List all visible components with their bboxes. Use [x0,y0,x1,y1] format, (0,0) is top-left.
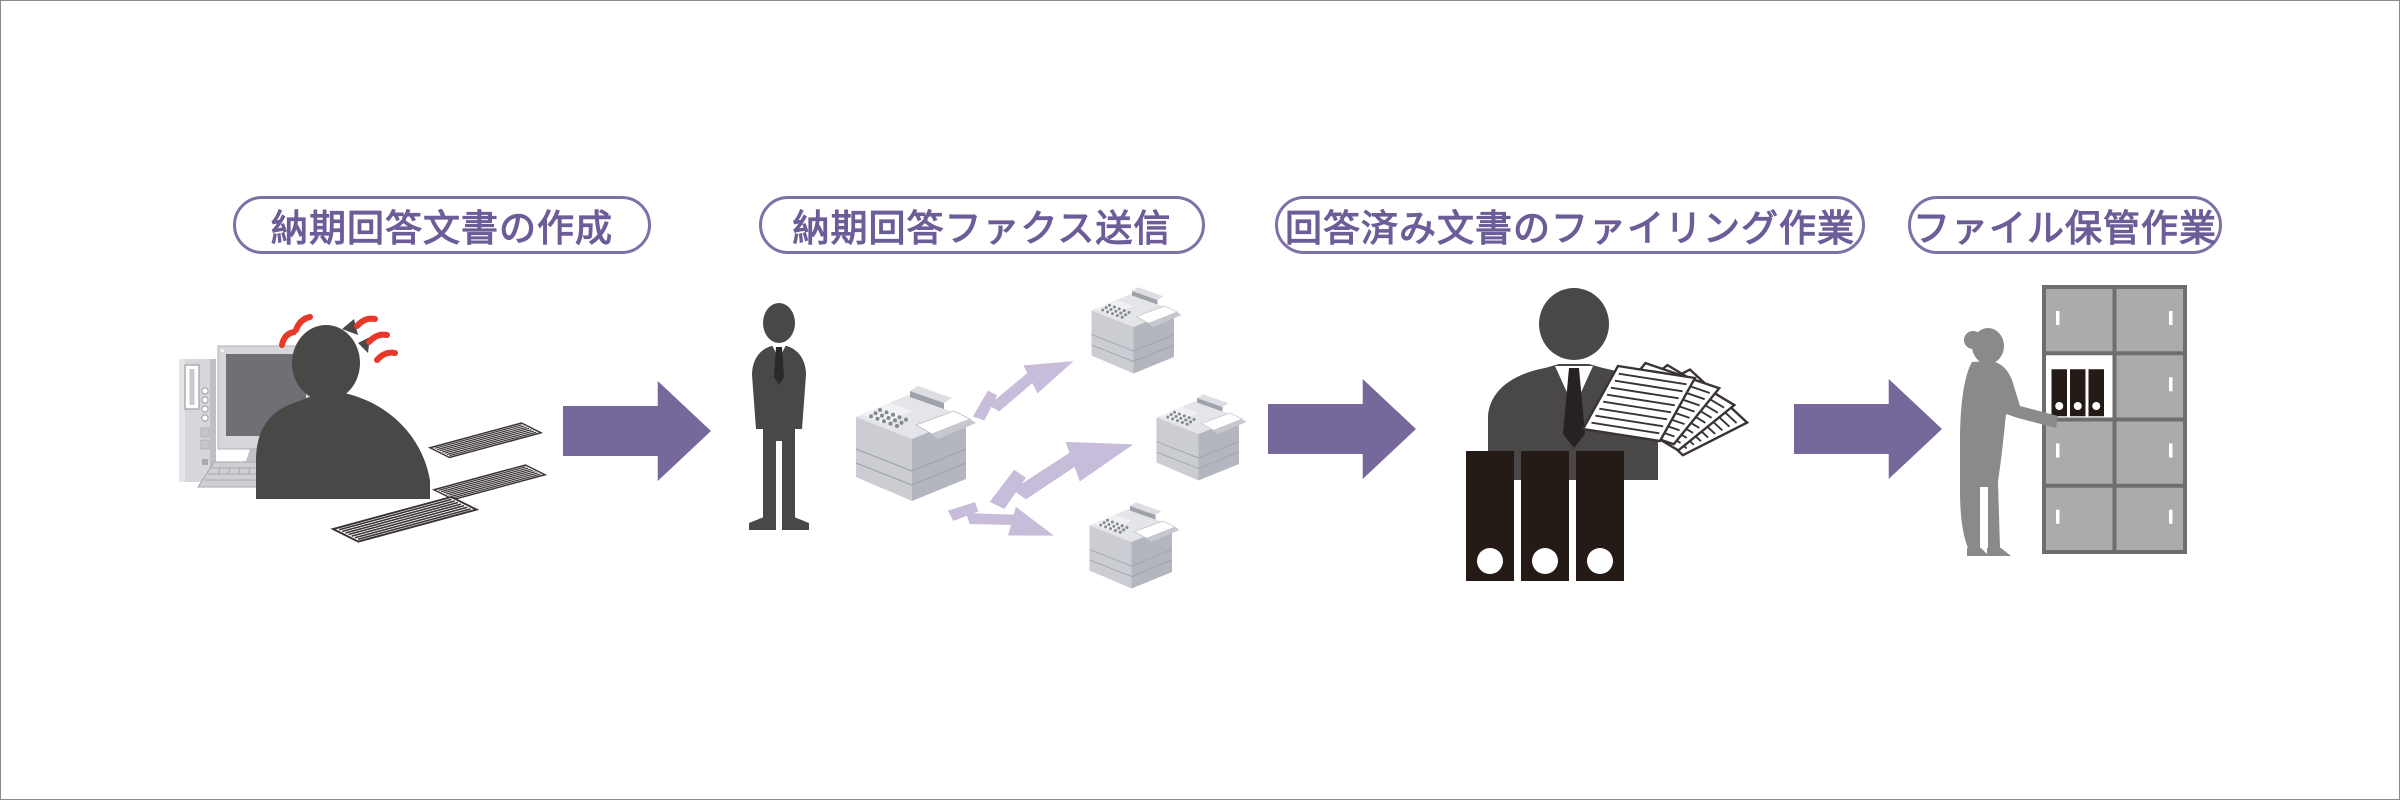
flow-arrow-2 [1268,379,1416,479]
fax-machine-sender-icon [855,385,977,502]
stressed-worker-silhouette [256,319,430,499]
stage-icon-document-creation [179,314,546,543]
storage-cabinet-icon [2042,285,2187,554]
fax-machine-receiver-top-icon [1091,286,1182,374]
stage-label-filing-work: 回答済み文書のファイリング作業 [1275,196,1865,254]
stored-binders-icon [2051,369,2104,417]
standing-worker-silhouette [749,303,809,530]
flow-arrow-1 [563,381,711,481]
binders-icon [1466,451,1624,581]
flow-arrow-3 [1794,379,1942,479]
stage-label-document-creation: 納期回答文書の作成 [233,196,651,254]
stage-icon-fax-broadcast [749,286,1247,589]
fax-machine-receiver-middle-icon [1156,393,1247,481]
stage-label-fax-sending: 納期回答ファクス送信 [759,196,1205,254]
computer-tower-icon [179,359,216,482]
fax-machine-receiver-bottom-icon [1089,501,1180,589]
stage-icon-filing-work [1466,288,1756,581]
stage-icon-file-storage [1960,285,2187,556]
stage-label-file-storage: ファイル保管作業 [1908,196,2222,254]
stress-marks-icon [279,314,398,363]
storing-worker-silhouette [1960,328,2058,556]
